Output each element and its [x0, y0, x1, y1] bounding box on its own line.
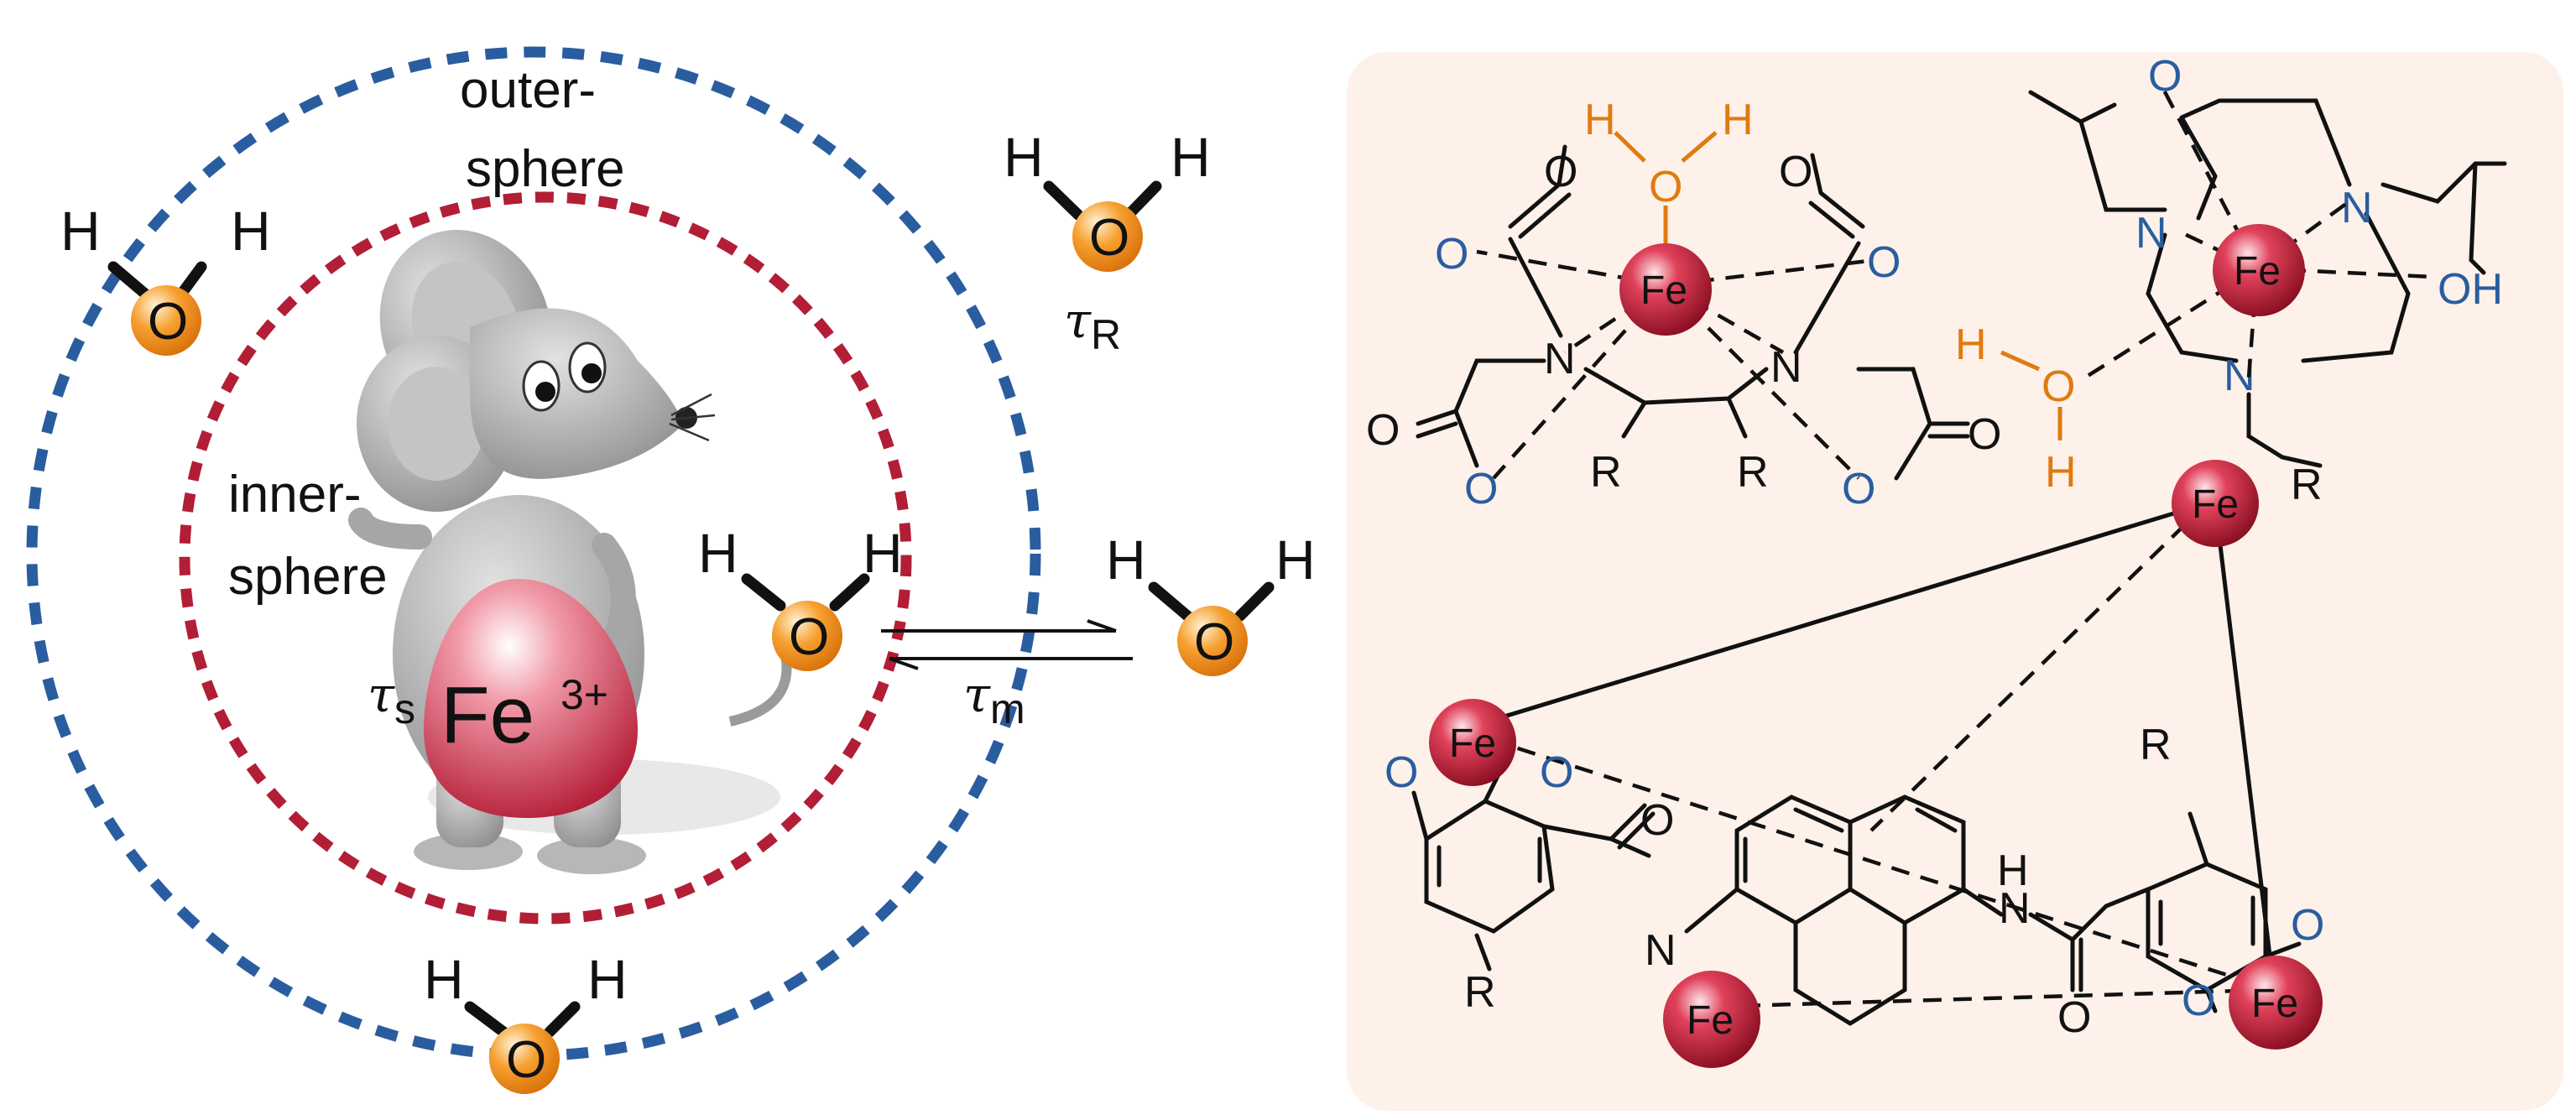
- amide-n-label: N: [1645, 926, 1676, 975]
- water-h: H: [1004, 126, 1044, 188]
- carboxyl-o-label: O: [1366, 406, 1400, 455]
- water-o: O: [506, 1031, 546, 1089]
- water-h-label: H: [1722, 96, 1754, 144]
- water-o: O: [1089, 209, 1129, 267]
- macrocycle-n-label: N: [2341, 184, 2373, 232]
- amide-o-label: O: [2057, 993, 2091, 1042]
- r-group-label: R: [1590, 448, 1622, 497]
- fe-chelate-complex-1: H H O O O O O N N O O O O R R Fe: [1366, 96, 2001, 513]
- outer-sphere-label-line2: sphere: [466, 140, 625, 198]
- tau-s-subscript: s: [394, 685, 415, 732]
- amine-n-label: N: [1544, 335, 1576, 383]
- tau-m-subscript: m: [990, 685, 1025, 732]
- catechol-o-label: O: [2291, 901, 2324, 950]
- r-group-label: R: [1464, 968, 1496, 1017]
- water-h: H: [1106, 529, 1146, 591]
- iron-sphere-icon: [2213, 224, 2305, 316]
- iron-label: Fe: [2251, 982, 2298, 1026]
- coordinated-o-label: O: [1464, 465, 1498, 513]
- amine-n-label: N: [1770, 343, 1802, 392]
- catechol-o-label: O: [1384, 748, 1418, 797]
- inner-sphere-label-line2: sphere: [228, 548, 388, 606]
- catechol-o-label: O: [2182, 977, 2215, 1025]
- iron-label: Fe: [2192, 482, 2239, 527]
- water-o-label: O: [1649, 163, 1682, 211]
- r-group-label: R: [2140, 721, 2172, 769]
- water-h-label: H: [2045, 448, 2077, 497]
- water-h: H: [424, 948, 464, 1010]
- water-h-label: H: [1955, 320, 1987, 369]
- inner-sphere-label-line1: inner-: [228, 466, 362, 524]
- iron-sphere-icon: [1663, 971, 1760, 1068]
- iron-label: Fe: [1449, 721, 1496, 766]
- fe-tetranuclear-complex-3: O O O R N H N O R O O Fe Fe Fe Fe: [1384, 460, 2324, 1068]
- fe-ion-charge: 3+: [561, 671, 608, 718]
- tau-r-symbol: τ: [1064, 292, 1092, 349]
- iron-sphere-icon: [2172, 460, 2259, 547]
- tau-r-subscript: R: [1091, 311, 1121, 358]
- fe-ion-label: Fe: [441, 670, 534, 760]
- water-h: H: [698, 522, 738, 584]
- carboxyl-o-label: O: [1779, 148, 1812, 196]
- iron-sphere-icon: [2229, 956, 2323, 1050]
- iron-label: Fe: [1640, 268, 1687, 313]
- water-molecule-top-left: H H O: [60, 200, 271, 356]
- equilibrium-arrows-icon: [881, 619, 1133, 670]
- fe-macrocycle-complex-2: O N N N OH R H O H Fe: [1955, 52, 2507, 509]
- water-h: H: [231, 200, 271, 262]
- r-group-label: R: [1737, 448, 1769, 497]
- hydroxyl-label: OH: [2438, 265, 2503, 314]
- water-h: H: [1171, 126, 1211, 188]
- iron-label: Fe: [2234, 249, 2281, 294]
- amide-n-label: N: [1999, 884, 2031, 933]
- iron-sphere-icon: [1429, 699, 1516, 786]
- water-o: O: [148, 293, 188, 351]
- tau-m-symbol: τ: [963, 666, 991, 723]
- water-o: O: [1194, 613, 1234, 671]
- tau-s-symbol: τ: [368, 666, 395, 723]
- catechol-o-label: O: [1540, 748, 1573, 797]
- water-molecule-bottom: H H O: [424, 948, 628, 1094]
- carboxyl-o-label: O: [1544, 148, 1577, 196]
- coordinated-o-label: O: [1867, 238, 1901, 287]
- water-h: H: [60, 200, 101, 262]
- amide-h-label: H: [1997, 847, 2029, 895]
- coordinated-o-label: O: [1435, 230, 1468, 279]
- outer-sphere-label-line1: outer-: [460, 61, 596, 119]
- water-o-label: O: [2042, 362, 2075, 411]
- water-molecule-inner: H H O: [698, 522, 903, 671]
- macrocycle-n-label: N: [2135, 209, 2167, 258]
- iron-label: Fe: [1687, 998, 1734, 1043]
- inner-sphere-circle: [179, 191, 912, 925]
- water-h-label: H: [1584, 96, 1616, 144]
- water-h: H: [863, 522, 903, 584]
- iron-sphere-icon: [1619, 243, 1712, 336]
- amide-o-label: O: [1640, 796, 1674, 845]
- carboxyl-o-label: O: [1968, 410, 2001, 459]
- r-group-label: R: [2291, 461, 2323, 509]
- water-o: O: [789, 608, 829, 666]
- water-h: H: [587, 948, 628, 1010]
- coordinated-o-label: O: [1842, 465, 1875, 513]
- water-molecule-top-right: H H O: [1004, 126, 1211, 272]
- water-h: H: [1275, 529, 1316, 591]
- egg-shaped-fe-body: [424, 579, 638, 818]
- water-molecule-exchanged: H H O: [1106, 529, 1316, 676]
